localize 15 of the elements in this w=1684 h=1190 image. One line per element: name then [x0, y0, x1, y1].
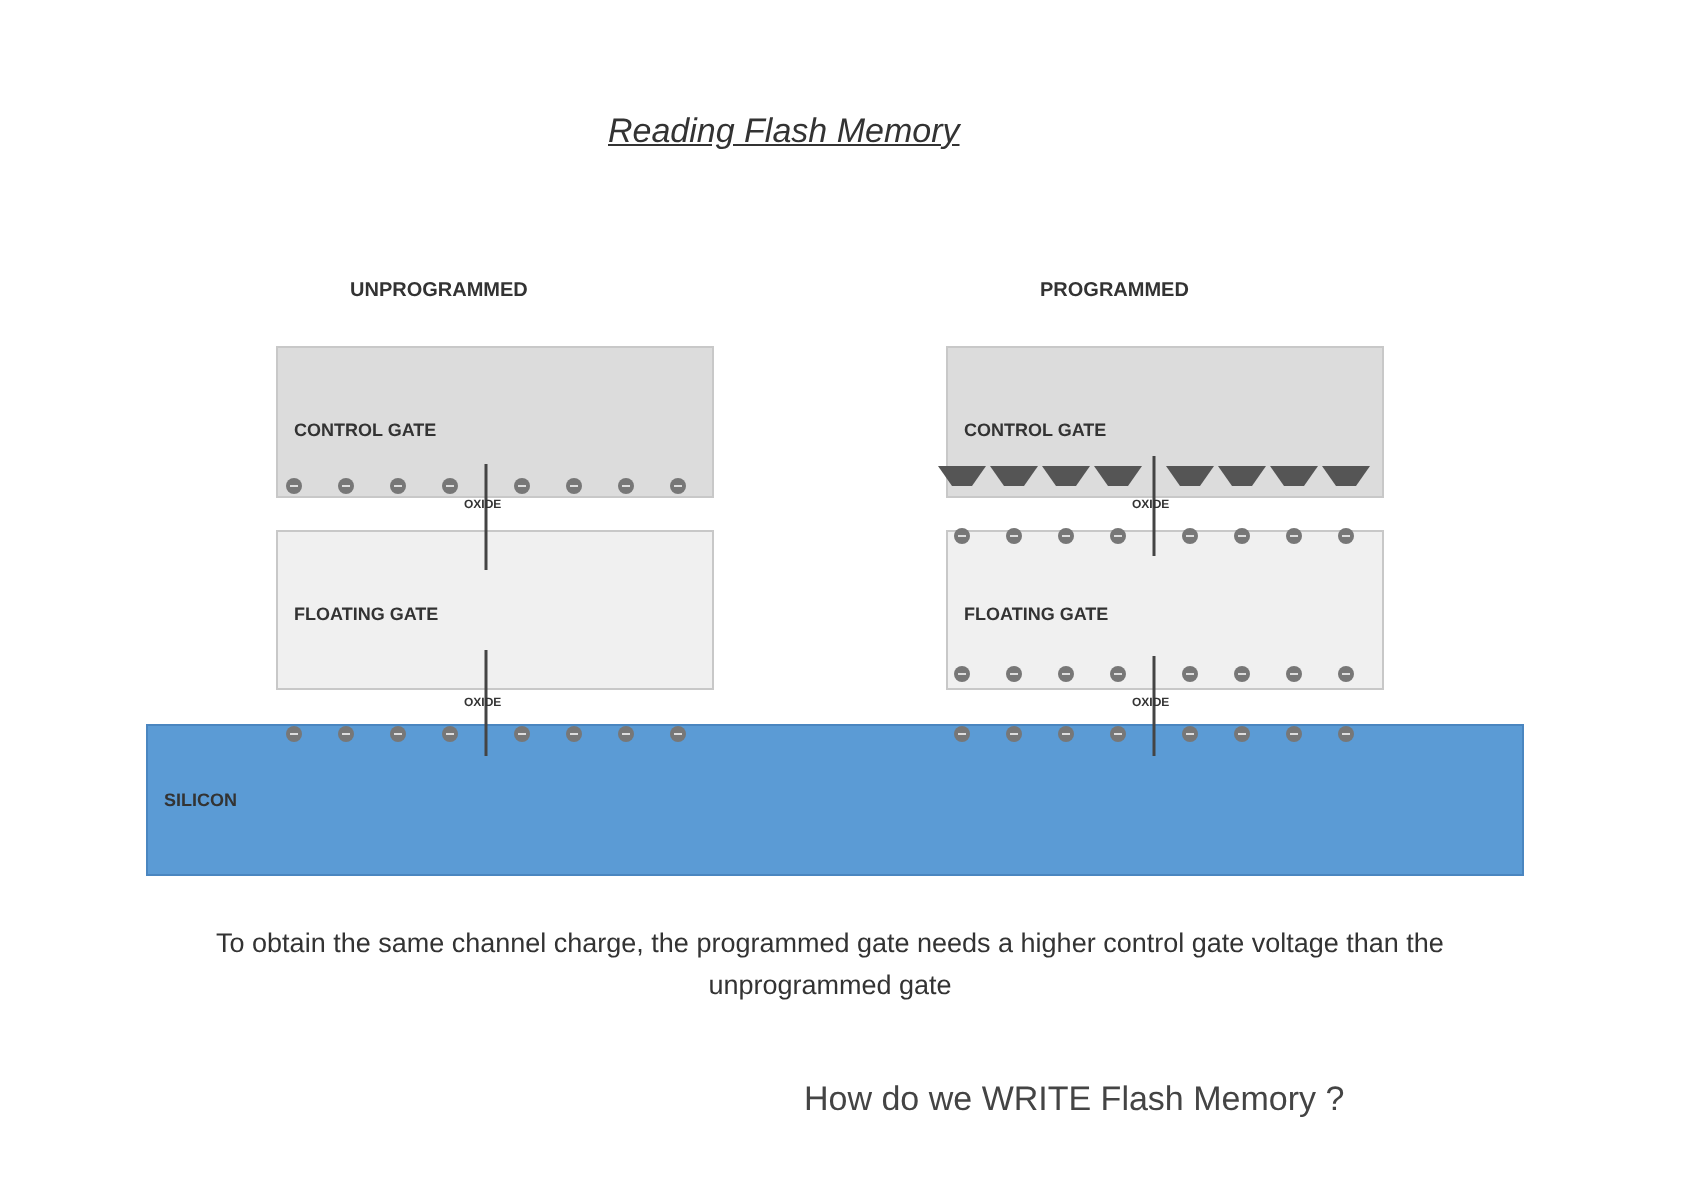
column-heading: UNPROGRAMMED	[350, 280, 528, 302]
column-heading: PROGRAMMED	[1040, 280, 1189, 302]
layer-label: CONTROL GATE	[964, 420, 1107, 440]
control-gate-layer	[276, 346, 714, 498]
title: Reading Flash Memory	[608, 112, 960, 152]
layer-label: FLOATING GATE	[294, 604, 439, 624]
floating-gate-layer	[276, 530, 714, 690]
note-text: To obtain the same channel charge, the programmed gate needs a higher control gate voltage than the unprogrammed gate	[214, 926, 1446, 1004]
layer-label: CONTROL GATE	[294, 420, 437, 440]
silicon-substrate	[146, 724, 1524, 876]
floating-gate-layer	[946, 530, 1384, 690]
control-gate-layer	[946, 346, 1384, 498]
layer-label: SILICON	[164, 790, 238, 810]
layer-label: FLOATING GATE	[964, 604, 1109, 624]
question-text: How do we WRITE Flash Memory ?	[804, 1080, 1345, 1120]
